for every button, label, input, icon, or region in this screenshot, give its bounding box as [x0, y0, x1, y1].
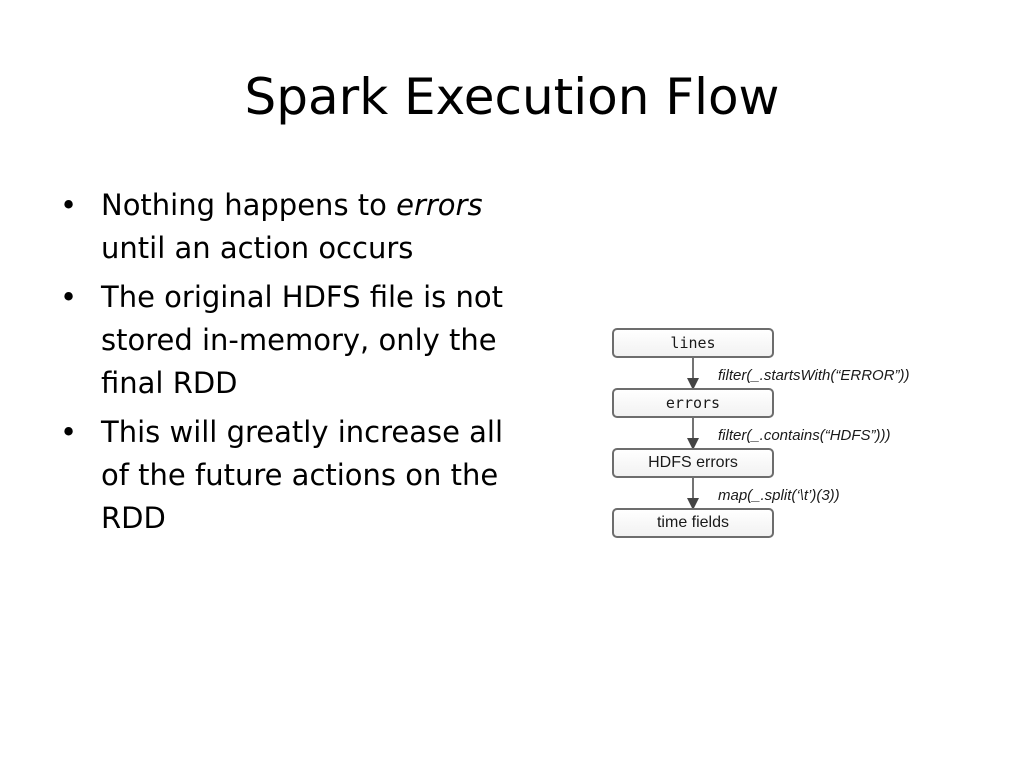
bullet-dot-icon: •: [60, 280, 78, 314]
lineage-arrows: [687, 358, 699, 510]
bullet-dot-icon: •: [60, 415, 78, 449]
rdd-node-hdfs-errors: HDFS errors: [612, 448, 774, 478]
bullet-text-pre: Nothing happens to: [101, 188, 397, 222]
transform-label-filter-hdfs: filter(_.contains(“HDFS”))): [718, 427, 891, 444]
bullet-emphasis: errors: [396, 188, 483, 222]
bullet-item: • Nothing happens to errors until an act…: [58, 184, 508, 270]
bullet-list: • Nothing happens to errors until an act…: [58, 184, 508, 546]
bullet-item: • This will greatly increase all of the …: [58, 411, 508, 540]
rdd-node-lines: lines: [612, 328, 774, 358]
transform-label-map-split: map(_.split(‘\t’)(3)): [718, 487, 840, 504]
rdd-node-errors: errors: [612, 388, 774, 418]
bullet-item: • The original HDFS file is not stored i…: [58, 276, 508, 405]
transform-label-filter-error: filter(_.startsWith(“ERROR”)): [718, 367, 910, 384]
bullet-text: Nothing happens to errors until an actio…: [101, 188, 483, 265]
rdd-lineage-diagram: lines filter(_.startsWith(“ERROR”)) erro…: [590, 310, 990, 570]
slide-title: Spark Execution Flow: [244, 68, 780, 126]
bullet-dot-icon: •: [60, 188, 78, 222]
rdd-node-time-fields: time fields: [612, 508, 774, 538]
bullet-text-post: until an action occurs: [101, 231, 414, 265]
bullet-text: The original HDFS file is not stored in-…: [101, 280, 503, 400]
bullet-text: This will greatly increase all of the fu…: [101, 415, 504, 535]
